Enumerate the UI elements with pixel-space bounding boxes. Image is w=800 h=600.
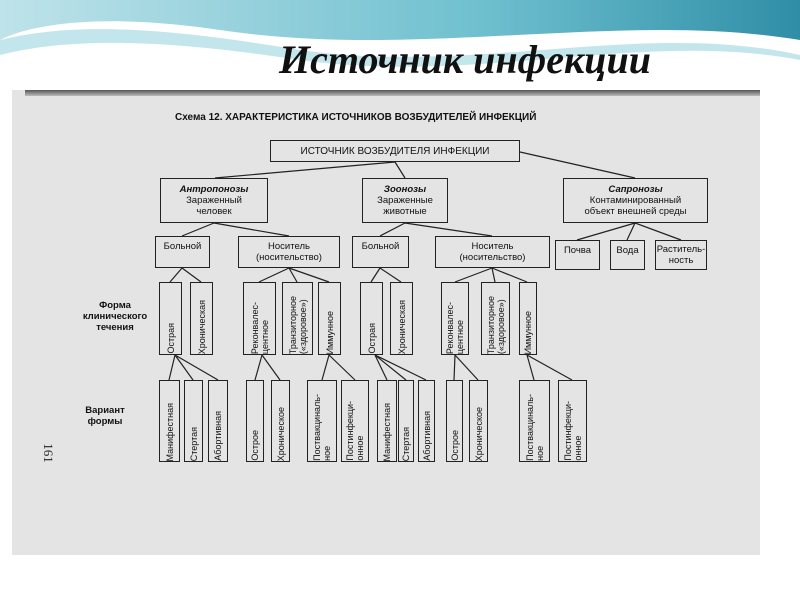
level3-label: Транзиторное («здоровое») (287, 295, 308, 354)
level4-label: Острое (449, 430, 460, 461)
slide-title: Источник инфекции (279, 37, 651, 82)
level3-label: Хроническая (396, 299, 407, 354)
scan-edge (25, 90, 760, 96)
level4-box: Постинфекци- онное (558, 380, 587, 462)
level3-box: Транзиторное («здоровое») (481, 282, 510, 355)
group-desc: Контаминированный объект внешней среды (584, 195, 687, 217)
level4-label: Стертая (188, 426, 199, 461)
level3-label: Реконвалес- центное (249, 301, 270, 354)
level3-box: Острая (360, 282, 383, 355)
level3-box: Хроническая (190, 282, 213, 355)
group-name: Зоонозы (383, 184, 427, 195)
level4-box: Абортивная (208, 380, 228, 462)
level4-box: Стертая (398, 380, 414, 462)
scheme-scan (12, 90, 760, 555)
group-name: Сапронозы (608, 184, 663, 195)
group-name: Антропонозы (179, 184, 249, 195)
level3-box: Острая (159, 282, 182, 355)
level3-label: Реконвалес- центное (445, 301, 465, 354)
level3-box: Реконвалес- центное (243, 282, 276, 355)
level2-box: Почва (555, 240, 600, 270)
scheme-caption: Схема 12. ХАРАКТЕРИСТИКА ИСТОЧНИКОВ ВОЗБ… (175, 112, 537, 123)
level4-box: Абортивная (418, 380, 435, 462)
level3-box: Иммунное (318, 282, 341, 355)
level3-label: Транзиторное («здоровое») (485, 295, 506, 354)
level4-box: Острое (246, 380, 264, 462)
level4-box: Манифестная (377, 380, 397, 462)
level4-box: Стертая (184, 380, 203, 462)
level4-label: Манифестная (382, 402, 392, 461)
level3-box: Хроническая (390, 282, 413, 355)
level2-box: Носитель (носительство) (238, 236, 340, 268)
level4-label: Манифестная (164, 402, 175, 461)
level3-label: Иммунное (523, 310, 533, 354)
level4-label: Абортивная (421, 411, 432, 461)
level4-label: Абортивная (213, 411, 223, 461)
level3-label: Острая (165, 323, 176, 354)
level3-label: Иммунное (324, 310, 335, 354)
level4-box: Поствакциналь- ное (307, 380, 337, 462)
root-box: ИСТОЧНИК ВОЗБУДИТЕЛЯ ИНФЕКЦИИ (270, 140, 520, 162)
header-swoosh-decoration (0, 0, 800, 67)
level4-label: Хроническое (473, 406, 484, 461)
level4-box: Острое (446, 380, 463, 462)
level4-label: Стертая (401, 426, 411, 461)
level4-box: Хроническое (469, 380, 488, 462)
level2-box: Вода (610, 240, 645, 270)
level4-box: Поствакциналь- ное (519, 380, 550, 462)
group-desc: Зараженный человек (186, 195, 242, 217)
level4-label: Постинфекци- онное (562, 401, 583, 461)
row-label-clinical-form: Форма клинического течения (82, 300, 148, 333)
root-label: ИСТОЧНИК ВОЗБУДИТЕЛЯ ИНФЕКЦИИ (300, 145, 490, 157)
level2-box: Больной (155, 236, 210, 268)
level4-box: Манифестная (159, 380, 180, 462)
group-desc: Зараженные животные (377, 195, 433, 217)
level3-box: Иммунное (519, 282, 537, 355)
level4-box: Постинфекци- онное (341, 380, 369, 462)
level3-label: Острая (366, 323, 377, 354)
level4-box: Хроническое (271, 380, 290, 462)
level2-box: Носитель (носительство) (435, 236, 550, 268)
level4-label: Хроническое (275, 406, 286, 461)
level2-box: Раститель- ность (655, 240, 707, 270)
row-label-variant: Вариант формы (85, 405, 125, 427)
level3-box: Транзиторное («здоровое») (282, 282, 313, 355)
level3-label: Хроническая (196, 299, 207, 354)
level3-box: Реконвалес- центное (441, 282, 469, 355)
level4-label: Поствакциналь- ное (312, 394, 332, 461)
level4-label: Острое (250, 430, 260, 461)
level4-label: Постинфекци- онное (345, 401, 365, 461)
level2-box: Больной (352, 236, 409, 268)
level4-label: Поствакциналь- ное (524, 394, 545, 461)
